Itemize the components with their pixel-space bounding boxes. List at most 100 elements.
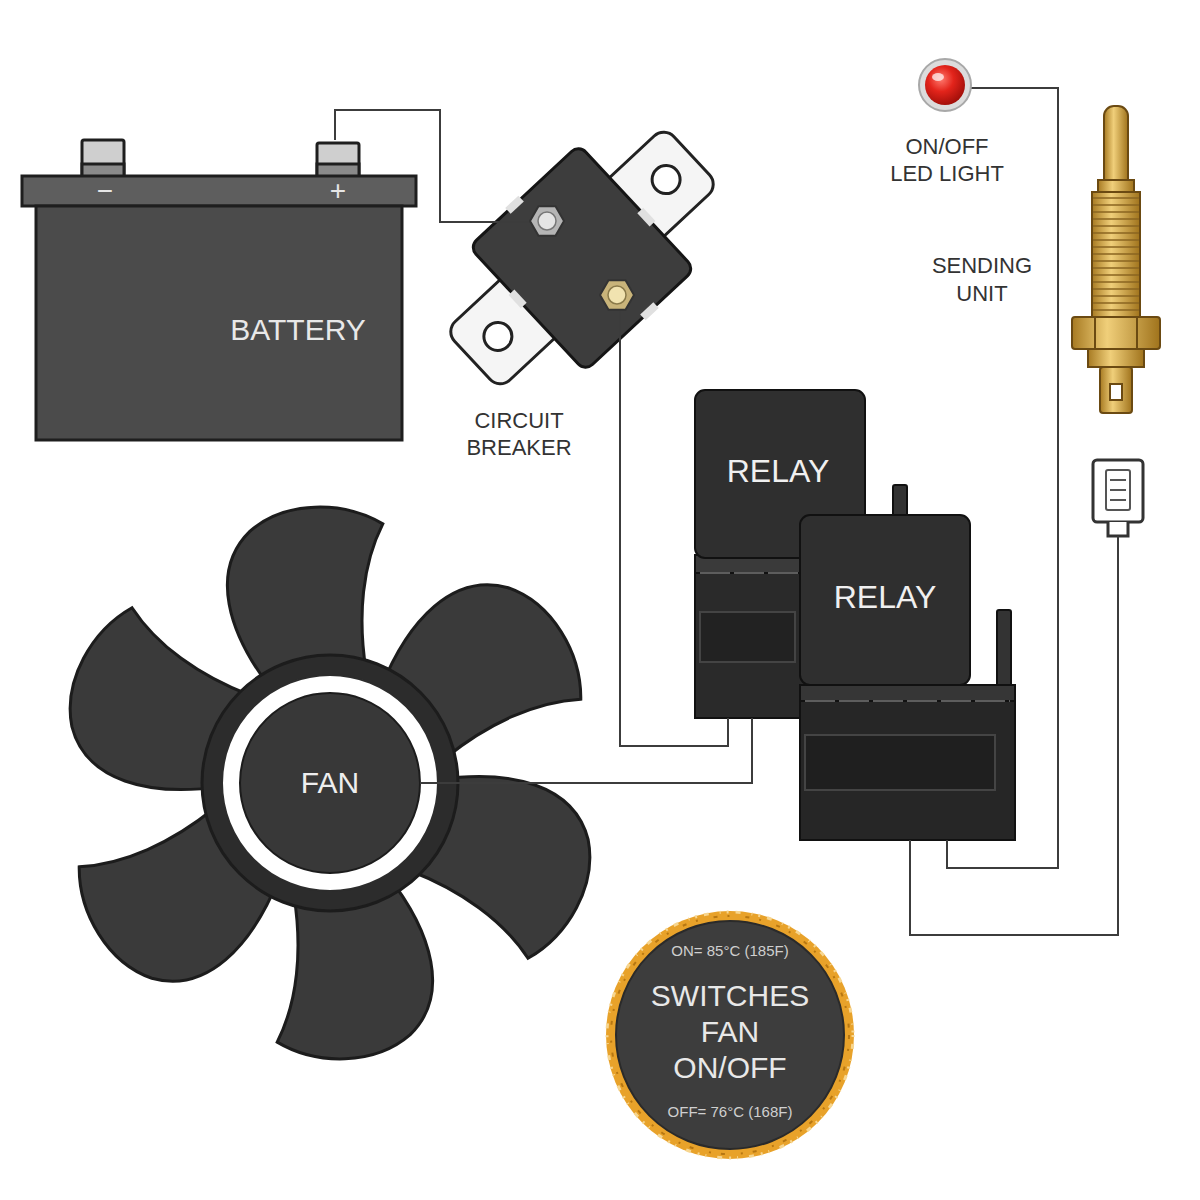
sending-unit-illustration-part-part — [1093, 218, 1139, 220]
circuit-breaker-illustration-part-part — [478, 317, 518, 357]
sending-unit-illustration-part — [1110, 499, 1126, 501]
sending-unit-illustration — [1072, 106, 1160, 550]
relay-illustration-part — [700, 612, 795, 662]
sending-unit-illustration-part — [1092, 192, 1140, 317]
led-illustration-part — [971, 87, 1015, 89]
relay-illustration-part — [800, 685, 1015, 840]
fan-illustration-part — [240, 693, 420, 873]
battery-illustration-part — [317, 143, 359, 178]
circuit-breaker-illustration-part — [445, 221, 531, 223]
wire — [910, 550, 1118, 935]
battery-illustration-part — [22, 176, 416, 206]
part-label: BATTERY — [188, 312, 408, 348]
battery-illustration — [22, 140, 416, 440]
sending-unit-illustration-part — [1072, 317, 1160, 349]
sending-unit-illustration-part-part — [1093, 302, 1139, 304]
sending-unit-illustration-part-part — [1093, 253, 1139, 255]
circuit-breaker-illustration-part-part — [469, 145, 695, 372]
part-label: RELAY — [698, 452, 858, 490]
part-label: RELAY — [805, 578, 965, 616]
circuit-breaker-illustration-part-part — [640, 302, 659, 320]
sending-unit-illustration-part — [1110, 384, 1122, 400]
circuit-breaker-illustration-part-part — [445, 126, 719, 389]
sending-unit-illustration-part-part — [1093, 281, 1139, 283]
sending-unit-illustration-part-part — [1093, 232, 1139, 234]
terminal-sign: + — [318, 176, 358, 206]
battery: − + BATTERY — [22, 140, 416, 441]
circuit-breaker-illustration-part-part — [637, 208, 655, 227]
switch-badge: ON= 85°C (185F) SWITCHES FAN ON/OFF OFF= 7… — [605, 910, 855, 1160]
sending-unit-illustration-part — [1117, 536, 1119, 550]
relay-illustration-part — [805, 735, 995, 790]
temperature-note: ON= 85°C (185F) — [655, 942, 805, 960]
circuit-breaker-illustration-part — [600, 280, 634, 309]
sending-unit-illustration-part-part — [1093, 274, 1139, 276]
relay-illustration — [800, 515, 1015, 840]
sending-unit-illustration-part — [1110, 479, 1126, 481]
sending-unit-illustration-part-part — [1093, 295, 1139, 297]
sending-unit-illustration-part — [1093, 198, 1139, 310]
relay-illustration-part — [800, 685, 1015, 701]
sending-unit-illustration-part-part — [1093, 204, 1139, 206]
circuit-breaker-illustration-part — [619, 309, 621, 462]
led-illustration-part — [919, 59, 971, 111]
wire — [620, 462, 728, 746]
terminal-sign: − — [85, 176, 125, 206]
sending-unit-illustration-part — [1106, 470, 1130, 510]
sending-unit-illustration-part-part — [1093, 239, 1139, 241]
sending-unit-illustration-part — [1136, 317, 1138, 349]
sending-unit-illustration-part-part — [1093, 197, 1139, 199]
part-label: SENDING UNIT — [922, 252, 1042, 308]
relay-illustration-part — [800, 515, 970, 685]
fan-illustration-part — [202, 655, 458, 911]
sending-unit-illustration-part — [1110, 489, 1126, 491]
fan-hub: FAN — [240, 693, 420, 873]
sending-unit-illustration-part-part — [1093, 211, 1139, 213]
led-illustration-part — [925, 65, 965, 105]
sending-unit-illustration-part — [1094, 317, 1096, 349]
badge-illustration-part — [611, 916, 849, 1154]
circuit-breaker-illustration-part-part — [509, 290, 527, 309]
part-label: ON/OFF LED LIGHT — [882, 133, 1012, 187]
battery-illustration-part — [82, 140, 124, 178]
badge-title: SWITCHES FAN ON/OFF — [644, 978, 816, 1086]
sending-unit-illustration-part-part — [1093, 309, 1139, 311]
part-label: CIRCUIT BREAKER — [454, 407, 584, 461]
badge-illustration-part — [616, 921, 844, 1149]
sending-unit-illustration-part-part — [1093, 260, 1139, 262]
wire — [947, 88, 1058, 868]
sending-unit-illustration-part-part — [1093, 288, 1139, 290]
sending-unit: SENDING UNIT — [1064, 100, 1170, 550]
sending-unit-illustration-part-part — [1093, 225, 1139, 227]
led-illustration — [919, 59, 1015, 111]
part-label: FAN — [255, 765, 405, 801]
circuit-breaker-illustration-part-part — [505, 196, 524, 214]
sending-unit-illustration-part — [1108, 522, 1128, 536]
sending-unit-illustration-part — [1100, 367, 1132, 413]
wire — [335, 110, 445, 222]
circuit-breaker-illustration-part — [530, 206, 564, 235]
led-illustration-part — [932, 73, 944, 81]
temperature-note: OFF= 76°C (168F) — [655, 1103, 805, 1121]
relay-illustration-part — [805, 700, 1010, 702]
circuit-breaker-illustration-part-part — [646, 160, 686, 200]
wire — [420, 718, 752, 783]
sending-unit-illustration-part-part — [1093, 246, 1139, 248]
badge-illustration — [606, 911, 854, 1159]
circuit-breaker-illustration-part — [538, 212, 556, 230]
sending-unit-illustration-part-part — [1093, 267, 1139, 269]
sending-unit-illustration-part — [1088, 349, 1144, 367]
fan-illustration-part — [222, 675, 438, 891]
led-light: ON/OFF LED LIGHT — [880, 55, 1015, 190]
relay: RELAY — [800, 515, 1015, 840]
relay: RELAY — [695, 390, 865, 718]
circuit-breaker-illustration-part — [412, 91, 753, 426]
circuit-breaker-illustration-part — [608, 286, 626, 304]
sending-unit-illustration-part — [1093, 460, 1143, 522]
circuit-breaker: CIRCUIT BREAKER — [445, 126, 720, 462]
badge-illustration-part — [606, 911, 854, 1159]
badge-illustration-part — [607, 912, 853, 1158]
